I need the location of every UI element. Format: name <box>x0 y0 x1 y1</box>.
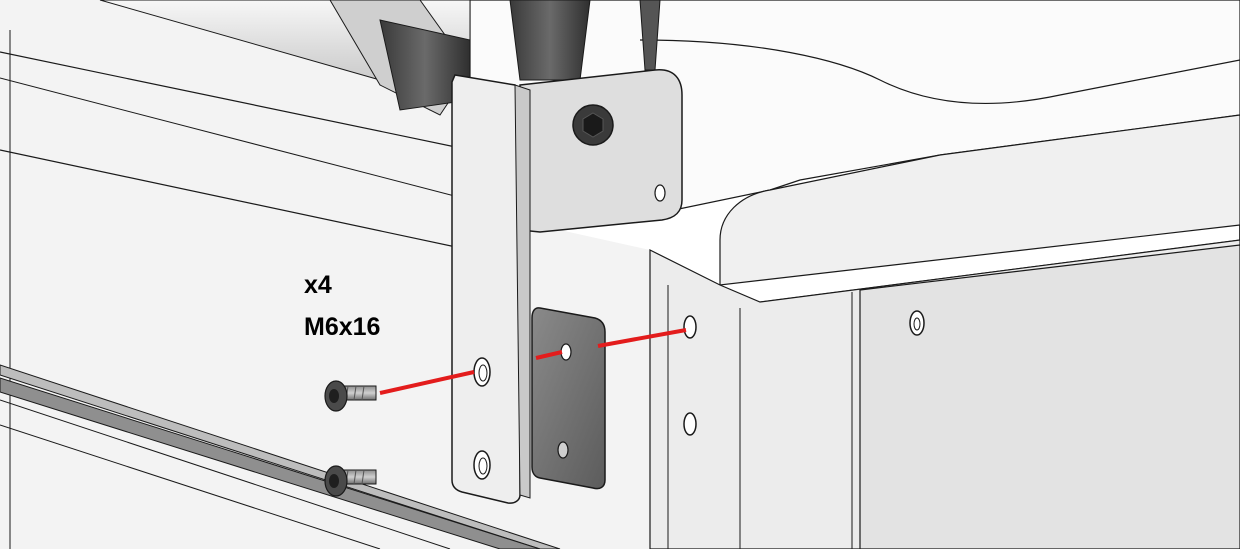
spacer-plate <box>531 307 606 490</box>
door-mounting-hole-inner <box>913 317 921 331</box>
top-cover-edge <box>639 39 1240 105</box>
panel-edge-line <box>0 51 471 151</box>
bracket-top-hole <box>654 184 666 202</box>
post-hole-upper <box>683 315 697 339</box>
bracket-hole-lower-inner <box>478 457 488 475</box>
flat-head-screw-icon <box>324 380 377 412</box>
panel-edge-line <box>0 77 471 201</box>
spacer-hole-upper <box>560 343 572 361</box>
front-door <box>859 244 1240 549</box>
bracket-vertical-bar <box>451 74 521 504</box>
bracket-hole-upper <box>473 357 491 387</box>
panel-edge-line <box>0 149 471 251</box>
lower-rail-groove <box>0 377 541 549</box>
leader-line-through-spacer <box>535 350 563 360</box>
quantity-label: x4 <box>304 271 332 299</box>
flat-head-screw-icon <box>324 465 377 497</box>
lower-rail-edge <box>0 424 381 549</box>
handle-upright <box>509 0 591 81</box>
lower-rail <box>0 364 561 549</box>
leader-line-screw-to-bracket <box>379 370 475 395</box>
fastener-size-label: M6x16 <box>304 313 381 341</box>
leader-line-spacer-to-post <box>597 328 687 348</box>
lower-rail-edge <box>0 399 451 549</box>
bracket-hole-upper-inner <box>478 364 488 382</box>
post-hole-lower <box>683 412 697 436</box>
door-mounting-hole <box>909 310 925 336</box>
bracket-bar-thickness <box>514 84 531 499</box>
hex-socket-recess <box>582 112 604 138</box>
bracket-hole-lower <box>473 450 491 480</box>
bracket-top-plate <box>519 69 683 233</box>
top-cover-lip <box>719 114 1240 286</box>
spacer-hole-lower <box>557 441 569 459</box>
